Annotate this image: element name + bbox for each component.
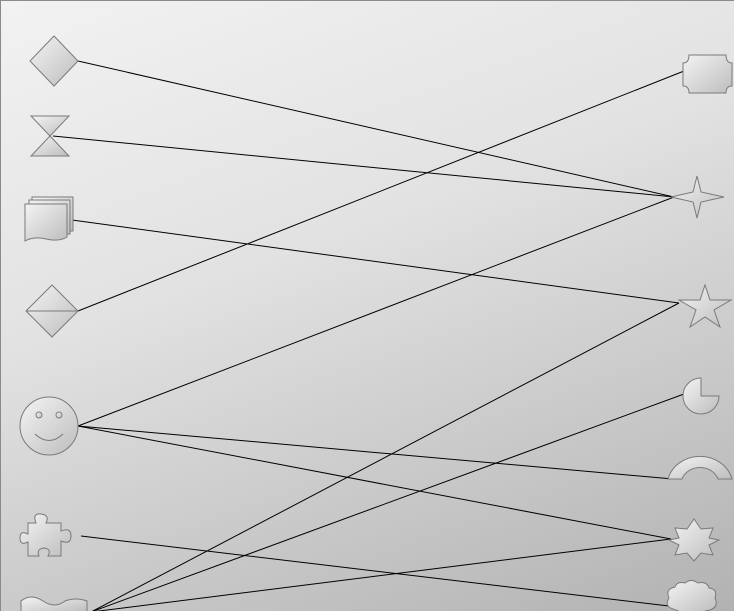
connector-layer [52, 60, 685, 611]
cloud-icon[interactable] [666, 580, 717, 611]
sort-diamond-icon[interactable] [25, 284, 79, 338]
smiley-face-icon[interactable] [19, 396, 79, 456]
connector-l5-r6[interactable] [77, 425, 672, 540]
connector-l1-r2[interactable] [77, 60, 675, 198]
wave-document-icon[interactable] [20, 596, 88, 611]
plaque-icon[interactable] [682, 54, 733, 94]
connector-l7-r6[interactable] [91, 538, 672, 611]
five-point-star-icon[interactable] [677, 283, 733, 329]
multi-document-icon[interactable] [24, 196, 74, 242]
puzzle-piece-icon[interactable] [19, 513, 72, 557]
diamond-icon[interactable] [29, 35, 79, 87]
connector-l3-r3[interactable] [71, 219, 680, 304]
block-arc-icon[interactable] [667, 455, 733, 480]
connector-l6-r7[interactable] [80, 535, 670, 607]
connector-l7-r4[interactable] [91, 393, 685, 611]
connector-l5-r2[interactable] [77, 196, 675, 427]
connector-l2-r2[interactable] [52, 135, 675, 198]
seal-icon[interactable] [667, 518, 721, 562]
pie-icon[interactable] [682, 377, 720, 415]
connector-l5-r5[interactable] [77, 425, 674, 480]
hourglass-icon[interactable] [29, 115, 71, 157]
connector-l4-r1[interactable] [77, 70, 685, 312]
connector-l7-r3[interactable] [91, 302, 680, 611]
four-point-star-icon[interactable] [670, 175, 725, 219]
